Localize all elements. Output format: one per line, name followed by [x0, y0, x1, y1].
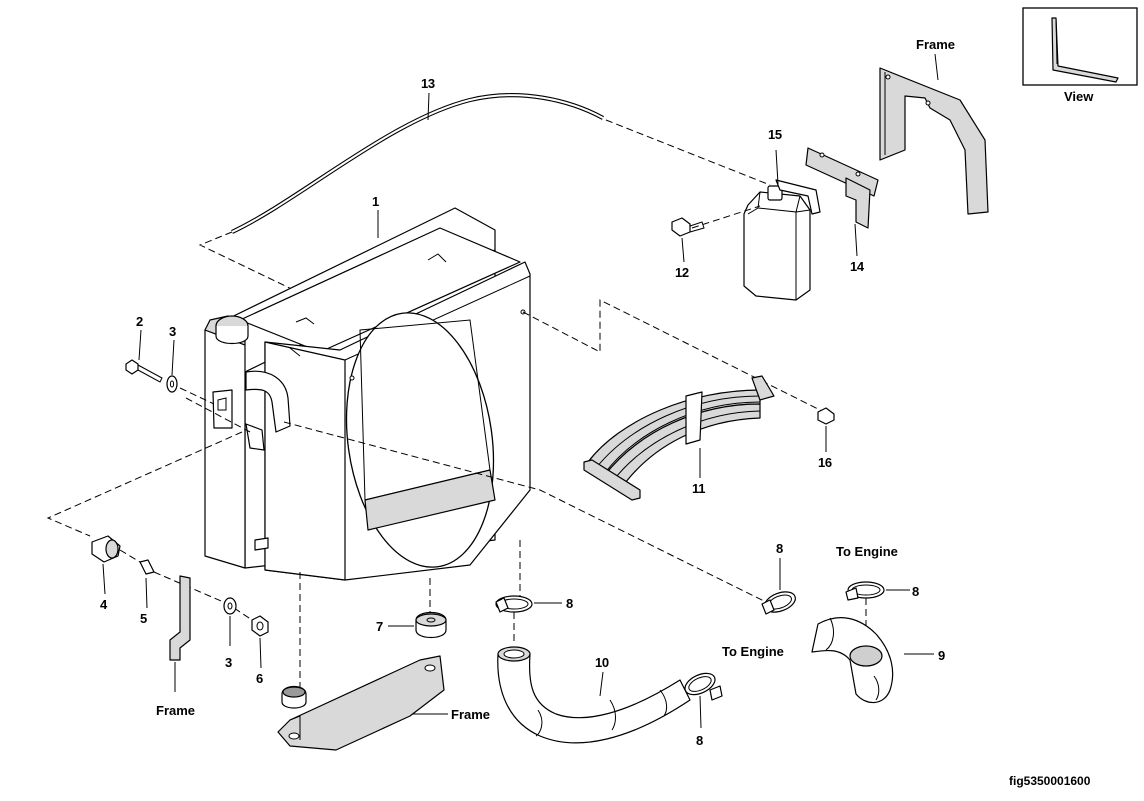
- callout-7: 7: [376, 619, 383, 634]
- reservoir-bracket-14: 14: [805, 147, 879, 274]
- callout-14: 14: [850, 259, 865, 274]
- callout-9: 9: [938, 648, 945, 663]
- view-inset: View: [1022, 7, 1138, 104]
- to-engine-mid-label: To Engine: [722, 644, 784, 659]
- mount-4: 4: [91, 535, 121, 612]
- spacer-5: 5: [139, 559, 155, 626]
- bolt-2: 2: [125, 314, 163, 383]
- frame-bracket-bottom: Frame: [277, 655, 490, 751]
- upper-hose-9: 9: [811, 617, 945, 704]
- callout-2: 2: [136, 314, 143, 329]
- clamp-8-c: 8 To Engine: [836, 544, 919, 601]
- frame-bracket-top: Frame: [879, 37, 989, 215]
- clamp-8-b: 8: [761, 541, 796, 615]
- callout-4: 4: [100, 597, 108, 612]
- washer-3-top: 3: [166, 324, 178, 393]
- callout-8-b: 8: [776, 541, 783, 556]
- frame-top-label: Frame: [916, 37, 955, 52]
- overflow-hose-13: 13: [231, 76, 605, 234]
- callout-8-c: 8: [912, 584, 919, 599]
- view-label: View: [1064, 89, 1094, 104]
- clamp-8-d: 8 To Engine: [684, 644, 784, 748]
- callout-11: 11: [692, 481, 705, 496]
- callout-10: 10: [595, 655, 609, 670]
- fan-guard-11: 11: [583, 375, 775, 501]
- callout-16: 16: [818, 455, 832, 470]
- callout-12: 12: [675, 265, 689, 280]
- bolt-16: 16: [817, 407, 835, 470]
- callout-5: 5: [140, 611, 147, 626]
- mount-7: 7: [376, 611, 447, 639]
- frame-left-label: Frame: [156, 703, 195, 718]
- callout-1: 1: [372, 194, 379, 209]
- reservoir-tank-15: 15: [743, 127, 821, 301]
- callout-8-a: 8: [566, 596, 573, 611]
- callout-3-bottom: 3: [225, 655, 232, 670]
- callout-13: 13: [421, 76, 435, 91]
- frame-bottom-label: Frame: [451, 707, 490, 722]
- lower-hose-10: 10: [497, 646, 691, 744]
- clamp-8-a: 8: [495, 595, 573, 613]
- callout-15: 15: [768, 127, 782, 142]
- bolt-12: 12: [671, 205, 761, 280]
- frame-bracket-left: Frame: [156, 575, 195, 718]
- washer-3-bottom: 3: [223, 597, 237, 670]
- callout-6: 6: [256, 671, 263, 686]
- callout-3-top: 3: [169, 324, 176, 339]
- to-engine-right-label: To Engine: [836, 544, 898, 559]
- figure-id: fig5350001600: [1009, 774, 1091, 788]
- nut-6: 6: [251, 615, 269, 686]
- callout-8-d: 8: [696, 733, 703, 748]
- radiator-1: 1: [204, 194, 531, 581]
